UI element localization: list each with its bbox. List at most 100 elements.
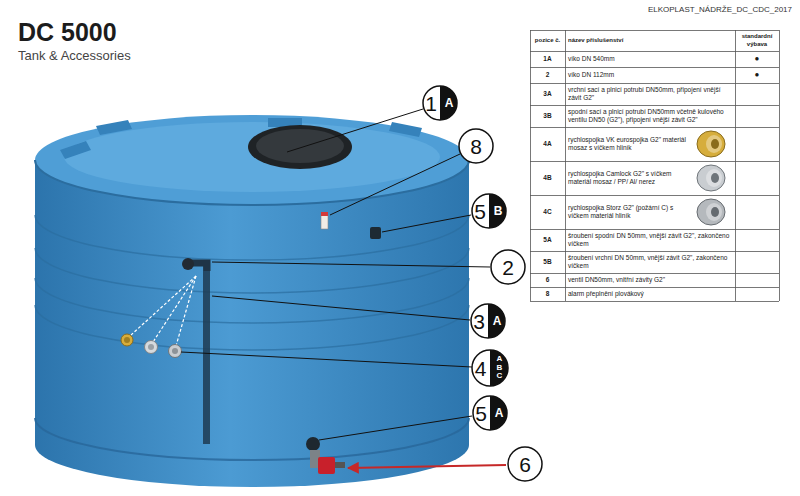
table-cell: šroubení spodní DN 50mm, vnější závit G2… [568, 232, 732, 248]
table-rule [530, 51, 779, 52]
table-rule [530, 67, 779, 68]
callout-number: 3 [470, 303, 488, 339]
callout-number: 2 [490, 249, 526, 285]
callout-letter: B [494, 205, 503, 217]
callout-circle: 5A [472, 395, 508, 431]
tank-lid-inner [256, 129, 344, 163]
callout-letter: A [445, 97, 454, 109]
tank-rib [35, 305, 469, 350]
tank-lug [60, 141, 91, 159]
bottom-fitting [306, 437, 320, 451]
pipe-fitting [182, 258, 194, 270]
callout-number: 6 [507, 446, 543, 482]
tank-rim [35, 160, 469, 205]
table-cell: víko DN 540mm [568, 55, 732, 63]
table-rule [530, 105, 779, 106]
callout-circle: 2 [490, 249, 526, 285]
callout-circle: 4ABC [471, 349, 509, 387]
coupling-highlight [706, 169, 722, 187]
leader-line [330, 154, 460, 215]
top-fitting [370, 227, 381, 239]
callout-ring [471, 304, 505, 338]
callout-ring [473, 396, 507, 430]
callout-letter: B [497, 364, 503, 372]
coupling-brass-inner [124, 337, 130, 343]
callout-ring [508, 447, 542, 481]
callout-letters: A [490, 395, 508, 431]
dashed-guide [131, 276, 196, 335]
callout-ring [472, 194, 506, 228]
callout-ring [459, 129, 493, 163]
table-cell: 5B [533, 258, 562, 266]
table-cell: spodní sací a plnicí potrubí DN50mm včet… [568, 108, 732, 124]
suction-pipe [203, 266, 210, 444]
leader-line [287, 109, 423, 152]
callout-half-fill [440, 86, 457, 120]
coupling-highlight [706, 135, 722, 153]
callout-ring [491, 250, 525, 284]
table-cell: 8 [533, 290, 562, 298]
table-cell: ● [738, 54, 776, 64]
callout-letters: B [489, 193, 507, 229]
ball-valve [318, 457, 335, 474]
coupling-storz [169, 345, 182, 358]
table-rule [530, 195, 779, 196]
table-cell: 1A [533, 55, 562, 63]
table-rule [530, 301, 779, 302]
table-cell: ventil DN50mm, vnitřní závity G2" [568, 276, 732, 284]
callout-number: 1 [422, 85, 440, 121]
tank-rib [35, 248, 469, 293]
table-cell: rychlospojka Camlock G2" s víčkem materi… [568, 170, 686, 186]
table-rule [565, 30, 566, 301]
coupling-camlock [145, 341, 158, 354]
table-rule [530, 161, 779, 162]
table-rule [530, 127, 779, 128]
callout-half-fill [490, 350, 508, 386]
tank-rib [35, 215, 469, 260]
table-cell: 6 [533, 276, 562, 284]
callout-letters: A [440, 85, 458, 121]
table-rule [530, 30, 531, 301]
coupling-body [697, 131, 725, 157]
callout-ring [423, 86, 457, 120]
callout-letter: A [493, 315, 502, 327]
red-pointer-arrow [348, 465, 506, 468]
callout-letters: ABC [490, 349, 509, 387]
coupling-bore [711, 207, 719, 217]
tank-body [35, 160, 469, 487]
coupling-body [697, 165, 725, 191]
callout-ring [472, 350, 508, 386]
table-cell: 4B [533, 174, 562, 182]
callout-letter: C [497, 372, 503, 380]
callout-number: 8 [458, 128, 494, 164]
table-cell: šroubení vrchní DN 50mm, vnější závit G2… [568, 254, 732, 270]
coupling-camlock-inner [148, 344, 154, 350]
callout-half-fill [490, 396, 507, 430]
tank-rib [35, 278, 469, 323]
table-rule [530, 251, 779, 252]
table-rule [530, 229, 779, 230]
table-cell: 3B [533, 112, 562, 120]
coupling-icon [697, 131, 725, 157]
callout-letter: A [495, 407, 504, 419]
leader-line [212, 262, 490, 267]
tank-lid [248, 125, 352, 169]
callout-circle: 5B [471, 193, 507, 229]
table-cell: alarm přeplnění plovákový [568, 290, 732, 298]
callout-circle: 3A [470, 303, 506, 339]
leader-line [212, 296, 470, 320]
table-header-cell: název příslušenství [568, 37, 732, 44]
leader-line [382, 215, 471, 232]
table-cell: 4C [533, 208, 562, 216]
overflow-alarm [321, 215, 328, 229]
coupling-bore [711, 173, 719, 183]
dashed-guide [153, 276, 196, 342]
coupling-bore [711, 139, 719, 149]
callout-half-fill [488, 304, 505, 338]
coupling-storz-inner [172, 348, 178, 354]
table-header-cell: standardní výbava [738, 33, 776, 47]
callout-letters: A [488, 303, 506, 339]
